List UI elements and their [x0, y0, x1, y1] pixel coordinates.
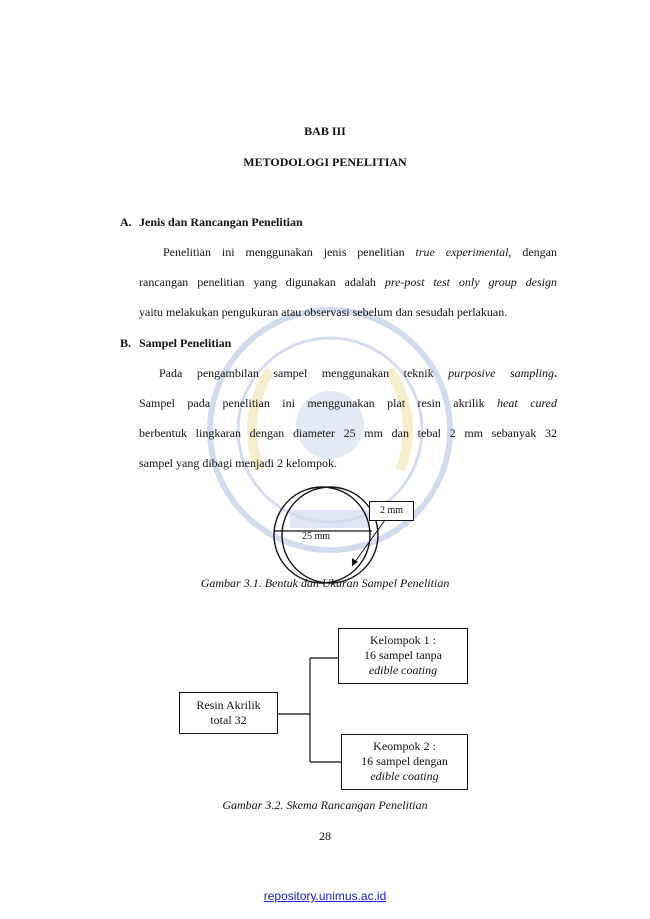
group-2-line-2: 16 sampel dengan	[361, 754, 448, 768]
thickness-label-box: 2 mm	[369, 501, 414, 521]
text-run: rancangan penelitian yang digunakan adal…	[139, 275, 385, 289]
term-true-experimental: true experimental	[415, 245, 509, 259]
thickness-arrowhead	[352, 558, 358, 566]
group-1-box: Kelompok 1 : 16 sampel tanpa edible coat…	[338, 628, 468, 684]
term-design: pre-post test only group design	[384, 275, 557, 289]
section-b-line-2: Sampel pada penelitian ini menggunakan p…	[139, 396, 557, 411]
section-a-line-1: Penelitian ini menggunakan jenis penelit…	[163, 245, 557, 260]
text-run: .	[554, 366, 557, 380]
root-line-2: total 32	[210, 713, 247, 727]
diameter-label: 25 mm	[302, 531, 331, 542]
group-2-line-1: Keompok 2 :	[373, 739, 436, 753]
text-run: Penelitian ini menggunakan jenis penelit…	[163, 245, 416, 259]
term-purposive-sampling: purposive sampling	[448, 366, 554, 380]
root-box: Resin Akrilik total 32	[179, 692, 278, 734]
section-a-heading: Jenis dan Rancangan Penelitian	[139, 215, 303, 229]
disc-front-outline	[273, 486, 371, 584]
thickness-pointer	[351, 519, 386, 567]
section-b-heading: Sampel Penelitian	[139, 336, 232, 350]
chapter-number: BAB III	[304, 124, 346, 138]
section-b-line-3: berbentuk lingkaran dengan diameter 25 m…	[139, 426, 557, 440]
figure-1-caption: Gambar 3.1. Bentuk dan Ukuran Sampel Pen…	[200, 576, 450, 590]
section-a-line-2: rancangan penelitian yang digunakan adal…	[139, 275, 557, 290]
group-1-line-3: edible coating	[368, 663, 438, 677]
section-b-line-1: Pada pengambilan sampel menggunakan tekn…	[159, 366, 557, 381]
university-seal-watermark	[207, 307, 453, 553]
section-b-line-4: sampel yang dibagi menjadi 2 kelompok.	[139, 456, 337, 470]
section-a-letter: A.	[120, 215, 132, 229]
thickness-label: 2 mm	[379, 505, 404, 516]
page-number: 28	[319, 829, 331, 843]
root-line-1: Resin Akrilik	[196, 698, 261, 712]
group-1-line-1: Kelompok 1 :	[370, 633, 436, 647]
section-a-line-3: yaitu melakukan pengukuran atau observas…	[139, 305, 508, 319]
chapter-title: METODOLOGI PENELITIAN	[243, 155, 407, 169]
group-2-box: Keompok 2 : 16 sampel dengan edible coat…	[341, 734, 468, 790]
text-run: Pada pengambilan sampel menggunakan tekn…	[159, 366, 449, 380]
group-2-line-3: edible coating	[370, 769, 439, 783]
repository-link[interactable]: repository.unimus.ac.id	[263, 889, 387, 903]
text-run: Sampel pada penelitian ini menggunakan p…	[139, 396, 498, 410]
group-1-line-2: 16 sampel tanpa	[364, 648, 442, 662]
figure-2-caption: Gambar 3.2. Skema Rancangan Penelitian	[222, 798, 428, 812]
text-run: , dengan	[508, 245, 557, 259]
term-heat-cured: heat cured	[497, 396, 557, 410]
section-b-letter: B.	[120, 336, 132, 350]
